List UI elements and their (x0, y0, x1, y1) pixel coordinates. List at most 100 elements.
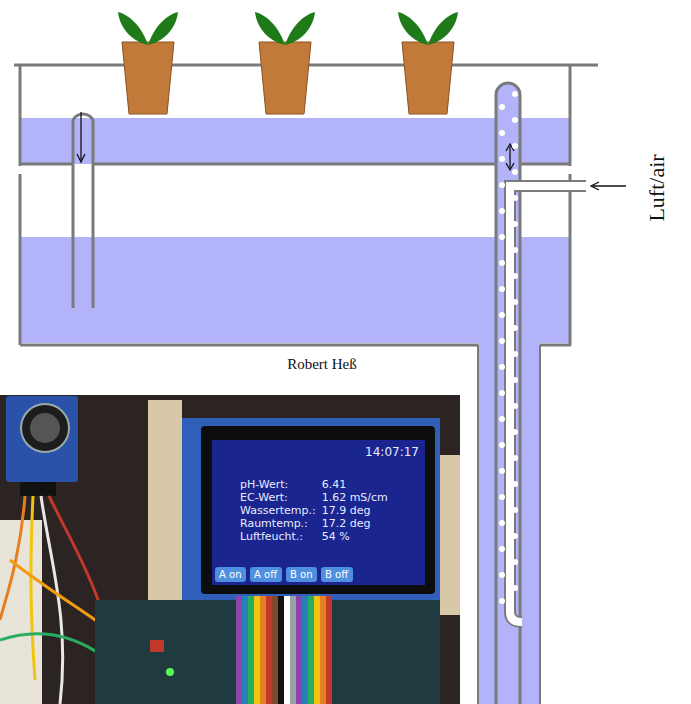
clock-time: 14:07:17 (365, 446, 419, 459)
ribbon-wire (314, 596, 320, 704)
air-bubble (499, 234, 505, 240)
air-bubble (512, 507, 518, 513)
air-bubble (499, 494, 505, 500)
air-bubble (512, 481, 518, 487)
air-bubble (499, 286, 505, 292)
air-bubble (512, 377, 518, 383)
reading-name: Raumtemp.: (240, 517, 308, 530)
air-bubble (512, 91, 518, 97)
ribbon-wire (326, 596, 332, 704)
drain-pipe (72, 122, 75, 308)
display-screen (212, 440, 425, 585)
tank-wall (19, 65, 22, 166)
leaf (428, 12, 458, 45)
reset-button (150, 640, 164, 652)
plant (398, 12, 458, 114)
ribbon-cable (236, 596, 332, 704)
leaf (255, 12, 285, 45)
pin-header (20, 482, 56, 496)
touch-button: A on (215, 567, 246, 582)
ribbon-wire (302, 596, 308, 704)
air-bubble (499, 520, 505, 526)
air-bubble (499, 260, 505, 266)
reading-name: Luftfeucht.: (240, 530, 303, 543)
photo-ground (0, 395, 460, 704)
air-bubble (512, 247, 518, 253)
led (166, 668, 174, 676)
air-bubble (512, 429, 518, 435)
flow-arrow (80, 112, 81, 160)
ribbon-wire (290, 596, 296, 704)
air-bubble (499, 572, 505, 578)
air-tube (510, 186, 586, 622)
wire (41, 496, 63, 704)
air-bubble (512, 117, 518, 123)
button-label: B off (325, 567, 348, 582)
wood-block (148, 400, 182, 600)
touch-button: B off (321, 567, 353, 582)
wire (31, 496, 35, 680)
air-bubble (512, 351, 518, 357)
ribbon-wire (242, 596, 248, 704)
leaf (148, 12, 178, 45)
drain-water (74, 237, 92, 308)
tank-wall (569, 174, 572, 345)
display-bezel (201, 426, 435, 594)
plant-pot (259, 42, 311, 114)
tank-wall (19, 174, 22, 345)
plant-pot (402, 42, 454, 114)
button-label: A off (254, 567, 277, 582)
tray-water (20, 118, 570, 163)
tank-wall (569, 65, 572, 166)
air-bubble (499, 182, 505, 188)
air-bubble (512, 273, 518, 279)
ribbon-wire (248, 596, 254, 704)
air-bubble (499, 130, 505, 136)
tank-bottom (20, 344, 478, 347)
reading-value: 54 % (322, 530, 350, 543)
leaf (398, 12, 428, 45)
ribbon-wire (236, 596, 242, 704)
level-arrow (509, 146, 510, 168)
air-bubble (499, 416, 505, 422)
ribbon-wire (308, 596, 314, 704)
air-bubble (499, 598, 505, 604)
display-screen: A onA offB onB off14:07:17pH-Wert:6.41EC… (212, 440, 425, 585)
air-bubble (499, 338, 505, 344)
drain-air (74, 164, 92, 237)
ribbon-wire (296, 596, 302, 704)
leaf (285, 12, 315, 45)
ribbon-wire (272, 596, 278, 704)
ribbon-wire (284, 596, 290, 704)
display-shield (182, 418, 440, 600)
air-bubble (499, 312, 505, 318)
reservoir-water (20, 237, 570, 343)
reading-name: Wassertemp.: (240, 504, 316, 517)
leaf (118, 12, 148, 45)
air-bubble (512, 533, 518, 539)
air-arrow (591, 182, 599, 190)
reading-value: 17.2 deg (322, 517, 371, 530)
coin-cell (21, 404, 69, 452)
reading-name: EC-Wert: (240, 491, 288, 504)
coin-cell (30, 413, 60, 443)
plant (118, 12, 178, 114)
ribbon-wire (266, 596, 272, 704)
air-bubble (499, 156, 505, 162)
flow-arrow (77, 154, 85, 162)
touch-button: A off (250, 567, 282, 582)
plant-pot (122, 42, 174, 114)
plant (255, 12, 315, 114)
air-bubble (499, 468, 505, 474)
rtc-module (6, 396, 78, 482)
pipe-wall (477, 345, 479, 704)
air-bubble (512, 403, 518, 409)
air-bubble (512, 559, 518, 565)
tray-bottom (520, 163, 570, 166)
reading-value: 1.62 mS/cm (322, 491, 388, 504)
air-bubble (499, 546, 505, 552)
plants (118, 12, 458, 114)
air-bubble (499, 442, 505, 448)
air-label: Luft/air (644, 154, 670, 221)
